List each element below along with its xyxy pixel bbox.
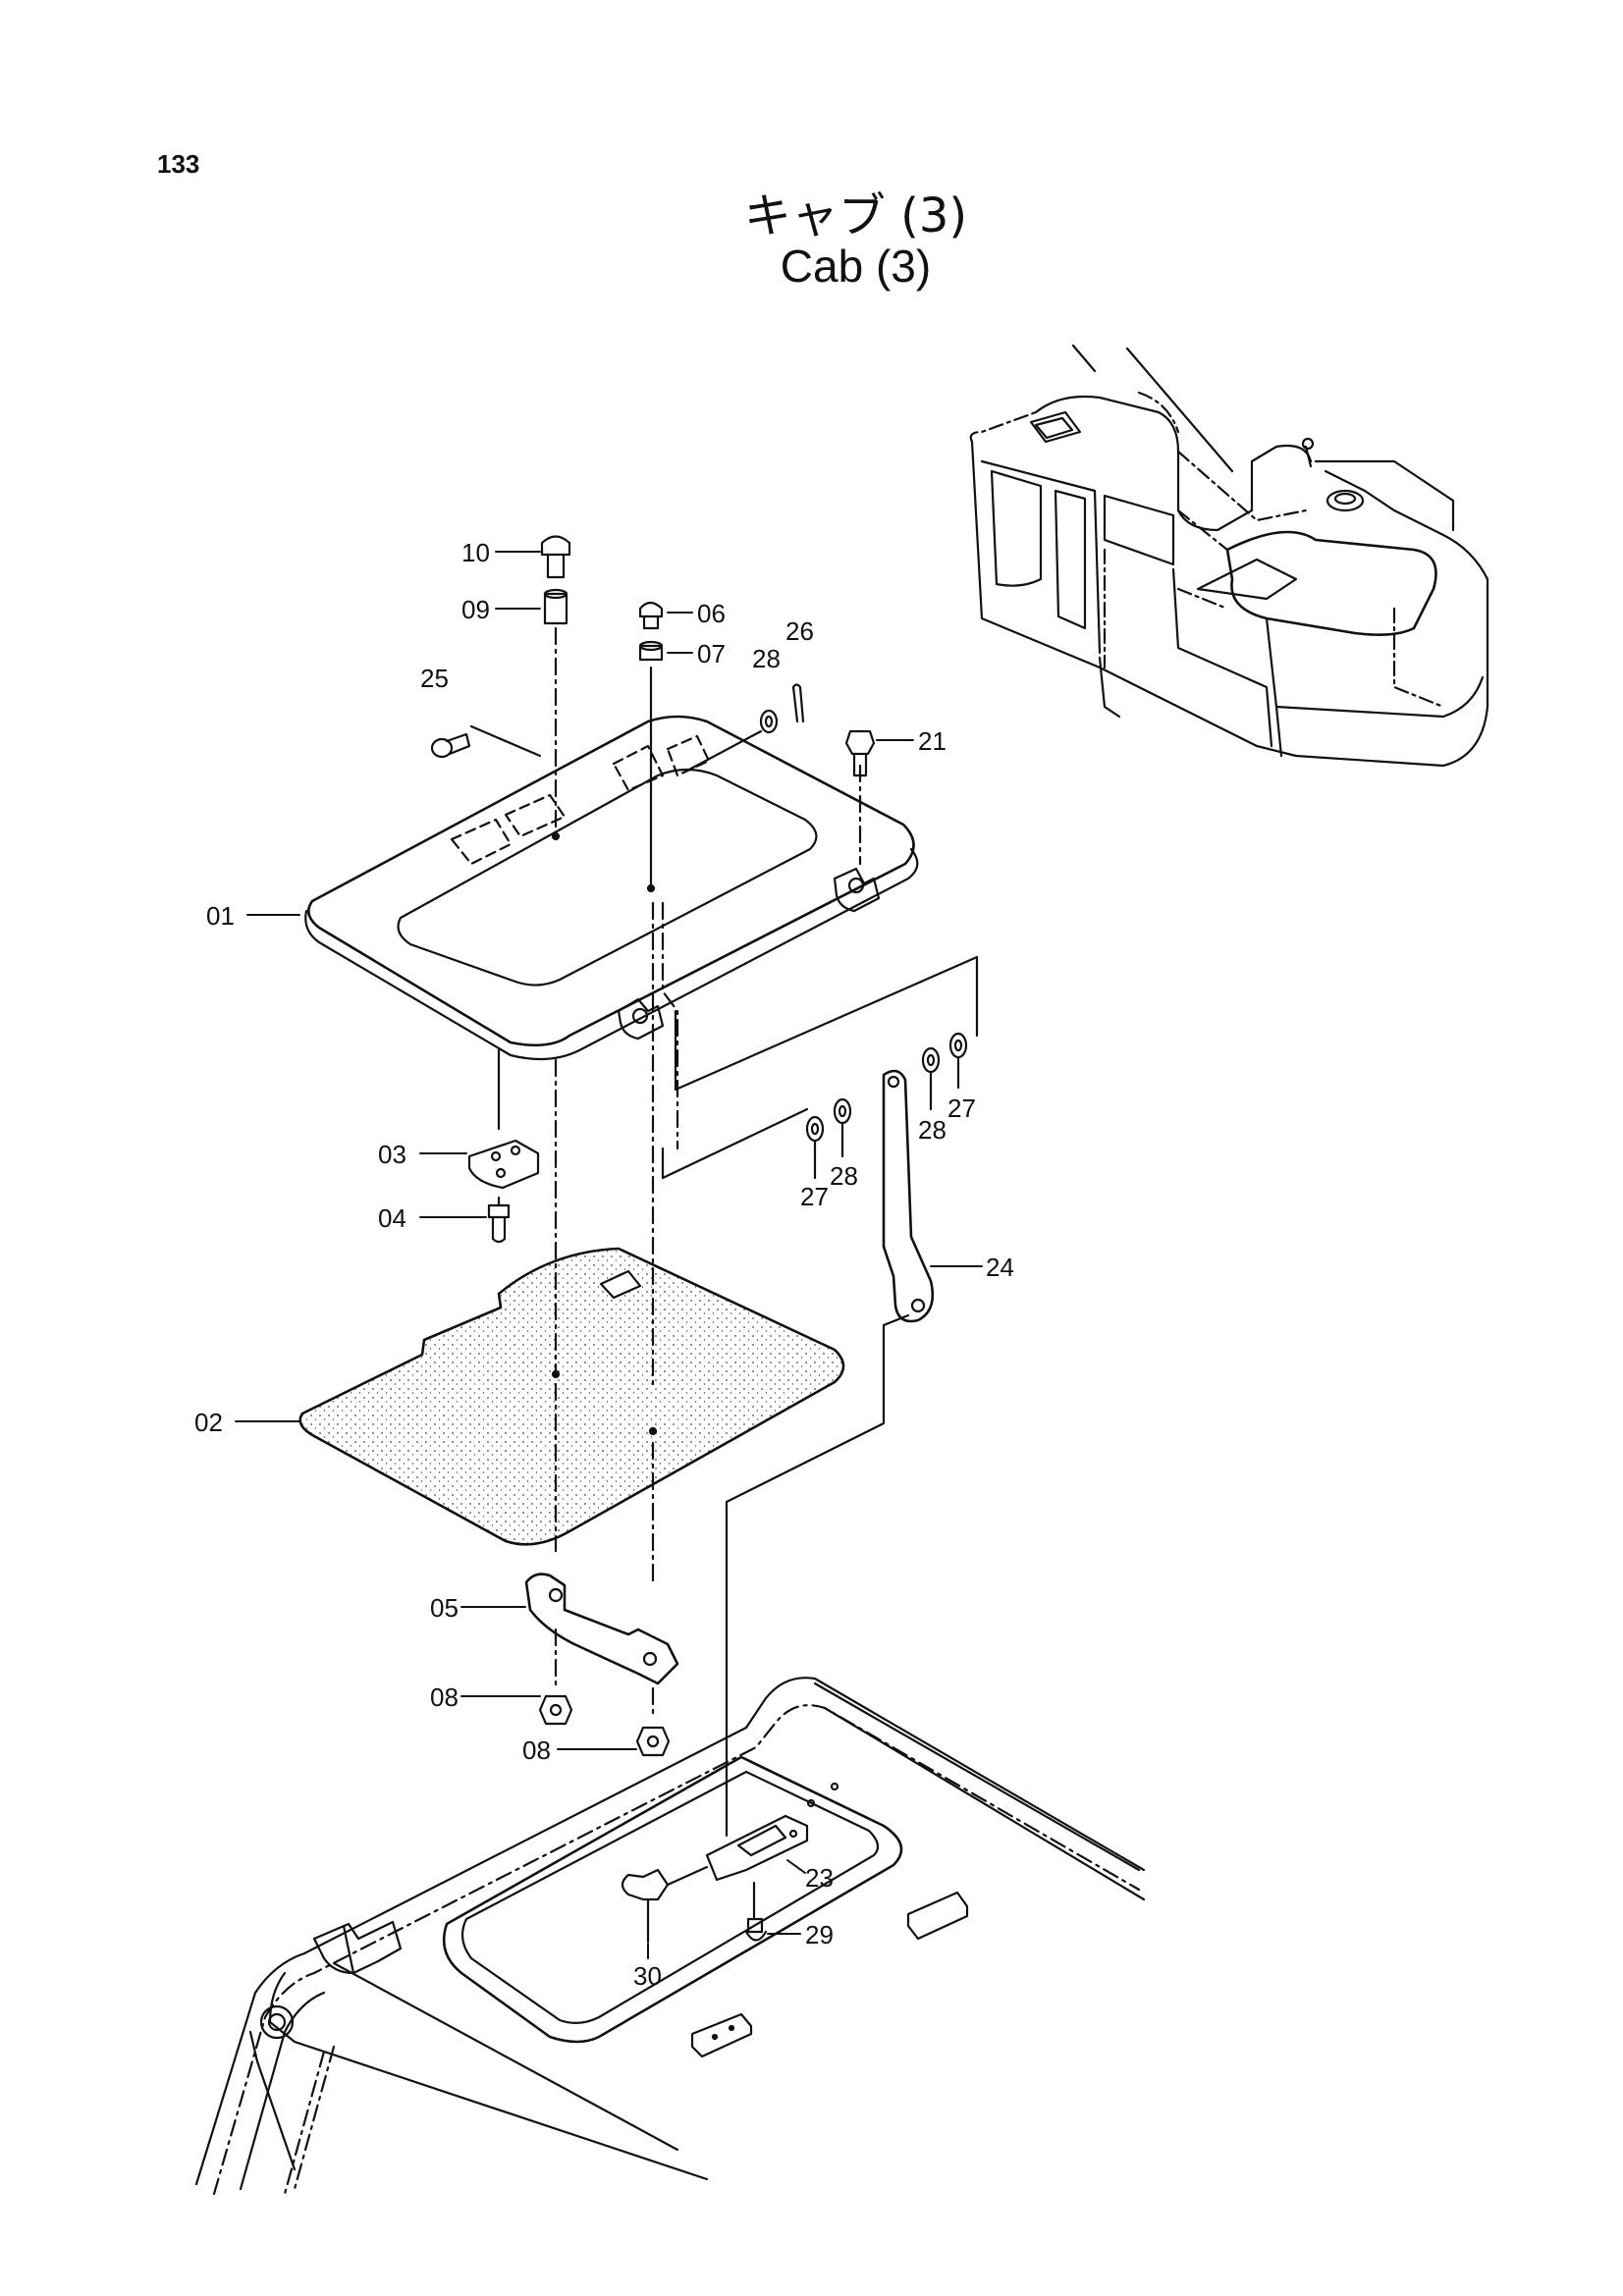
callout-03: 03 [378,1140,406,1169]
callout-08-upper: 08 [430,1682,459,1712]
callout-01: 01 [206,901,235,931]
callout-26: 26 [785,616,814,646]
callout-23: 23 [805,1863,834,1893]
callout-08-lower: 08 [522,1735,551,1765]
callout-28-left: 28 [830,1161,858,1191]
callout-10: 10 [461,538,490,567]
washer-28-top [759,709,779,734]
callout-25: 25 [420,664,449,693]
callout-30: 30 [633,1961,662,1991]
spacer-09 [543,588,568,625]
collar-07 [638,640,664,662]
callout-leaders [235,551,983,1959]
handle-05 [524,1573,679,1720]
nut-08-lower [635,1726,671,1757]
page-number: 133 [157,149,200,179]
assembly-leader-lines [469,626,979,1838]
roof-hatch-frame [304,715,919,1061]
callout-02: 02 [194,1408,223,1437]
callout-28-top: 28 [752,644,781,673]
pin-25 [430,732,471,759]
callout-29: 29 [805,1920,834,1949]
link-24 [882,1069,935,1323]
callout-27-right: 27 [947,1094,976,1123]
bolt-21 [844,729,876,777]
bolt-04 [487,1203,511,1244]
washer-27-right [948,1032,968,1090]
callout-06: 06 [697,599,726,628]
callout-09: 09 [461,595,490,624]
callout-24: 24 [986,1253,1014,1282]
washer-27-left [805,1115,825,1180]
callout-labels: 10 09 06 07 26 28 25 21 01 03 04 27 28 2… [194,538,1014,1991]
floor-mat [298,1247,845,1582]
callout-28-right: 28 [918,1115,947,1145]
washer-28-left [833,1097,852,1158]
nut-08-upper [538,1694,573,1726]
split-pin-26 [791,683,805,723]
excavator-overview-inset [969,344,1489,768]
cap-06 [638,601,664,630]
callout-04: 04 [378,1203,406,1233]
callout-07: 07 [697,639,726,668]
bolt-10 [540,535,571,579]
bracket-03 [467,1139,540,1207]
callout-27-left: 27 [800,1182,829,1211]
washer-28-right [921,1046,941,1111]
title-english: Cab (3) [780,240,932,292]
callout-21: 21 [918,726,947,756]
title-japanese: キャブ (3) [743,188,968,243]
callout-05: 05 [430,1593,459,1623]
cab-roof-frame [194,1677,1146,2196]
